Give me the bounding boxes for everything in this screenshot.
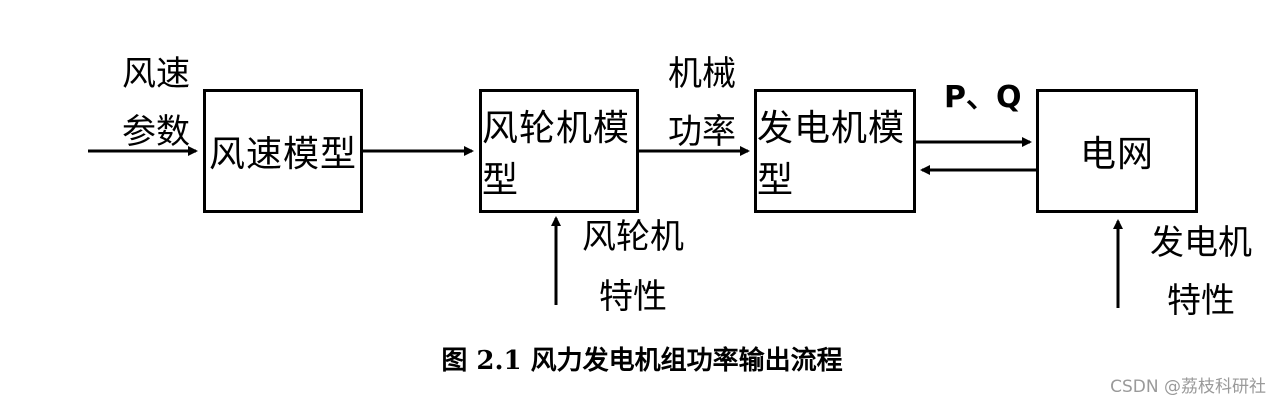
mech-power-label-line1: 机械 <box>668 54 736 94</box>
mech-power-label-line2: 功率 <box>668 112 736 152</box>
figure-caption: 图 2.1 风力发电机组功率输出流程 <box>441 346 843 376</box>
rotor-char-line2: 特性 <box>599 277 667 317</box>
wind-speed-model-box: 风速模型 <box>203 89 363 213</box>
wind-speed-model-label: 风速模型 <box>208 134 357 175</box>
gen-char-label: 发电机 特性 <box>1150 220 1252 324</box>
generator-model-label: 发电机模型 <box>757 108 906 201</box>
watermark: CSDN @荔枝科研社 <box>1110 377 1266 397</box>
rotor-model-box: 风轮机模型 <box>479 89 639 213</box>
grid-box: 电网 <box>1036 89 1198 213</box>
rotor-char-line1: 风轮机 <box>582 217 684 257</box>
grid-label: 电网 <box>1079 134 1154 175</box>
gen-char-line2: 特性 <box>1167 281 1235 321</box>
rotor-char-label: 风轮机 特性 <box>582 214 684 320</box>
wind-param-label-line1: 风速 <box>122 54 190 94</box>
generator-model-box: 发电机模型 <box>754 89 916 213</box>
pq-label: P、Q <box>944 80 1022 115</box>
gen-char-line1: 发电机 <box>1150 223 1252 263</box>
wind-param-label-line2: 参数 <box>122 112 190 152</box>
rotor-model-label: 风轮机模型 <box>482 108 631 201</box>
